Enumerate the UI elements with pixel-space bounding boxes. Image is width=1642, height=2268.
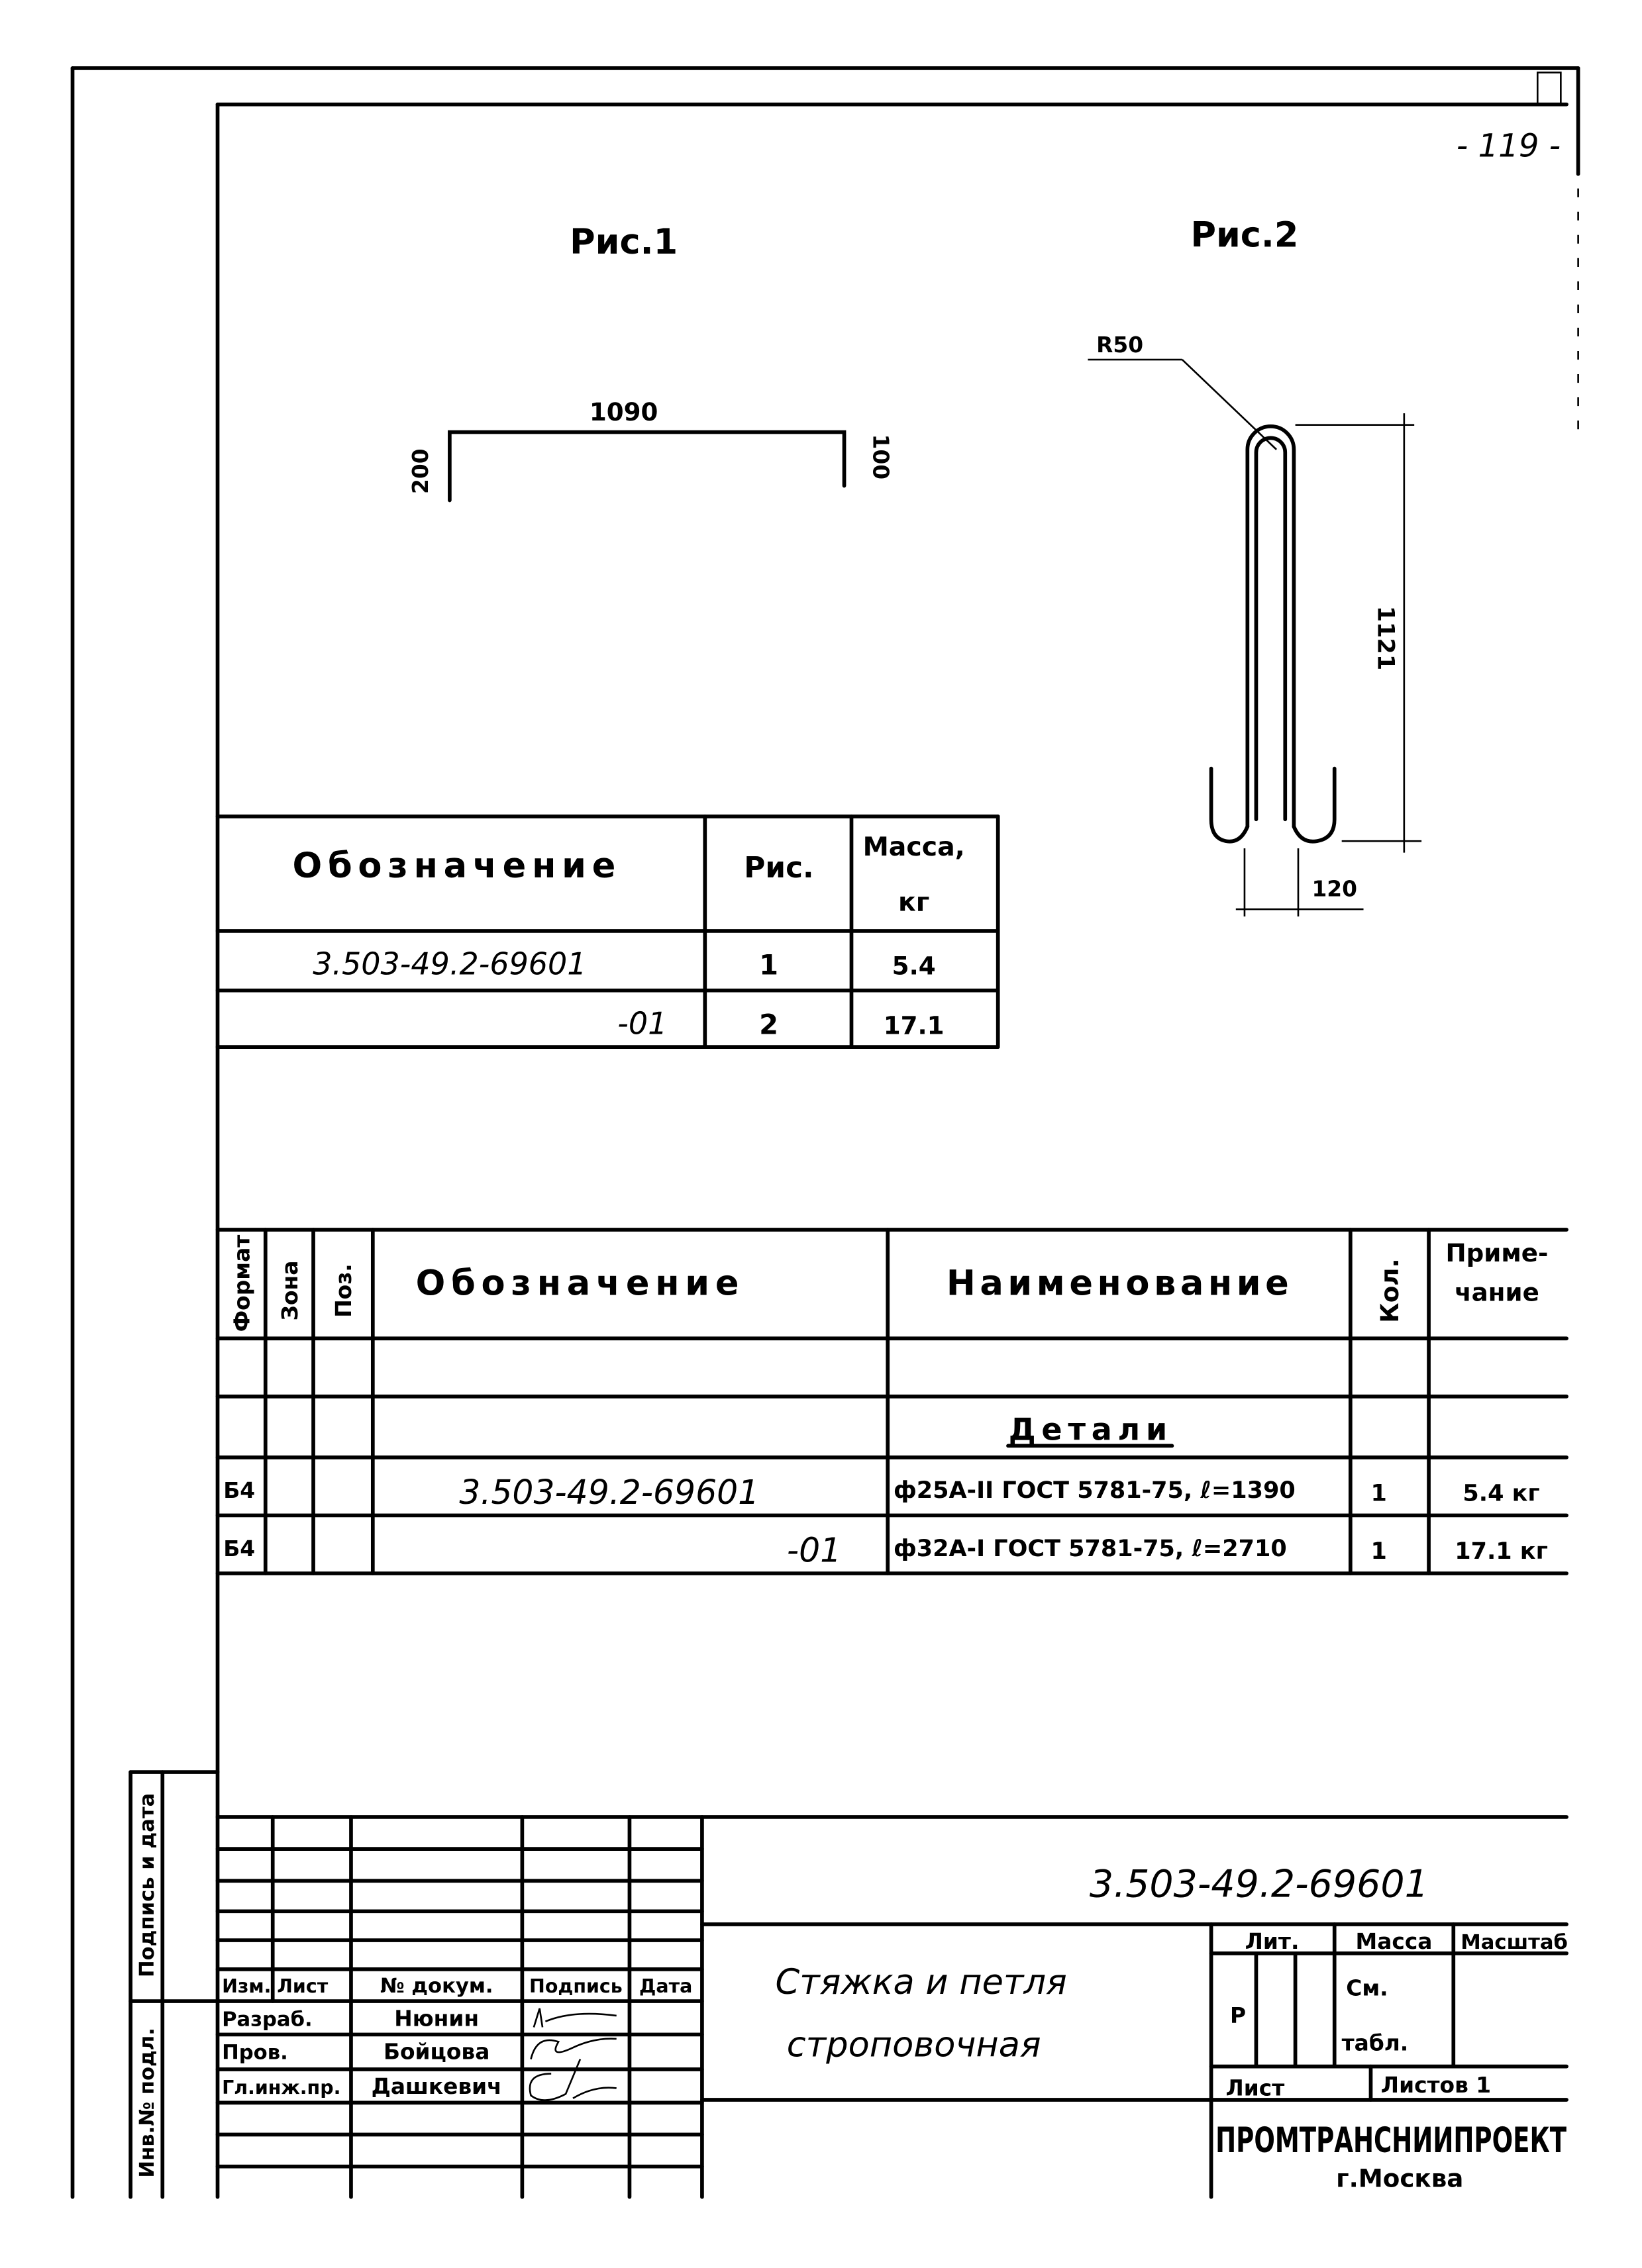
person-row: Пров. Бойцова <box>222 2038 617 2065</box>
side-stamp <box>128 1770 220 2199</box>
header-signature: Подпись <box>529 1975 623 1997</box>
fig1-left-leg-dim: 200 <box>408 448 433 494</box>
spec-header-format: Формат <box>230 1235 255 1332</box>
spec-format: Б4 <box>223 1536 255 1561</box>
mass-value: См. <box>1346 1975 1388 2000</box>
sheets-count: Листов 1 <box>1381 2073 1491 2098</box>
variants-row: -01 2 17.1 <box>617 1005 944 1041</box>
person-row: Разраб. Нюнин <box>222 2006 617 2031</box>
spec-header-designation: Обозначение <box>416 1263 745 1304</box>
variants-designation: 3.503-49.2-69601 <box>313 946 586 982</box>
specification-table <box>215 1228 1568 1575</box>
fig2-width-dim: 120 <box>1311 876 1357 901</box>
figure-2-loop <box>1088 358 1422 917</box>
fig2-radius-dim: R50 <box>1096 332 1143 358</box>
header-change: Изм. <box>222 1975 271 1997</box>
spec-header-note: Приме- <box>1446 1238 1549 1267</box>
person-name: Бойцова <box>384 2040 489 2065</box>
side-stamp-inventory-number: Инв.№ подл. <box>136 2028 159 2177</box>
document-title-line2: строповочная <box>787 2024 1041 2065</box>
variants-designation: -01 <box>617 1005 667 1041</box>
person-role: Гл.инж.пр. <box>222 2077 340 2098</box>
spec-quantity: 1 <box>1370 1480 1386 1507</box>
spec-header-name: Наименование <box>947 1263 1294 1304</box>
page-number: - 119 - <box>1457 128 1561 165</box>
variants-row: 3.503-49.2-69601 1 5.4 <box>313 946 935 982</box>
spec-row: Б4 -01 ф32А-I ГОСТ 5781-75, ℓ=2710 1 17.… <box>223 1531 1548 1570</box>
signature-mark <box>533 2008 617 2028</box>
fig2-height-dim: 1121 <box>1372 606 1399 670</box>
person-name: Нюнин <box>394 2006 479 2031</box>
variants-header-mass: Масса, <box>863 832 965 862</box>
organization-city: г.Москва <box>1336 2163 1463 2193</box>
spec-name: ф32А-I ГОСТ 5781-75, ℓ=2710 <box>894 1535 1287 1562</box>
spec-row: Б4 3.503-49.2-69601 ф25А-II ГОСТ 5781-75… <box>223 1473 1539 1512</box>
variants-figure: 1 <box>759 949 778 981</box>
person-name: Дашкевич <box>372 2074 502 2099</box>
lit-label: Лит. <box>1245 1929 1300 1954</box>
lit-value: Р <box>1230 2003 1246 2028</box>
spec-note: 17.1 кг <box>1455 1538 1548 1565</box>
person-role: Разраб. <box>222 2008 313 2031</box>
variants-mass: 17.1 <box>884 1011 945 1040</box>
fig1-right-leg-dim: 100 <box>868 434 893 480</box>
figure-1-label: Рис.1 <box>570 222 678 262</box>
title-block-document-code: 3.503-49.2-69601 <box>1090 1862 1429 1906</box>
spec-designation: -01 <box>787 1531 841 1570</box>
variants-header-mass-unit: кг <box>898 887 929 917</box>
spec-name: ф25А-II ГОСТ 5781-75, ℓ=1390 <box>894 1477 1296 1504</box>
person-row: Гл.инж.пр. Дашкевич <box>222 2059 617 2101</box>
figure-1-bracket <box>448 430 847 503</box>
title-block-grid <box>215 1815 1568 2199</box>
header-doc-number: № докум. <box>380 1975 493 1998</box>
variants-figure: 2 <box>759 1008 778 1040</box>
header-sheet: Лист <box>277 1975 328 1997</box>
spec-header-position: Поз. <box>331 1263 356 1318</box>
scale-label: Масштаб <box>1461 1931 1568 1954</box>
sheet-label: Лист <box>1225 2075 1284 2100</box>
side-stamp-signature-date: Подпись и дата <box>136 1793 159 1977</box>
spec-quantity: 1 <box>1370 1538 1386 1565</box>
spec-header-zone: Зона <box>278 1261 303 1321</box>
signature-mark <box>530 2038 617 2059</box>
variants-header-figure: Рис. <box>744 851 813 885</box>
variants-header-designation: Обозначение <box>293 846 622 886</box>
person-role: Пров. <box>222 2042 288 2065</box>
spec-note: 5.4 кг <box>1462 1480 1539 1507</box>
variants-mass: 5.4 <box>892 952 936 981</box>
spec-header-note-2: чание <box>1455 1277 1539 1307</box>
mass-value-2: табл. <box>1342 2031 1409 2056</box>
spec-format: Б4 <box>223 1478 255 1503</box>
spec-header-quantity: Кол. <box>1375 1258 1404 1322</box>
figure-2-label: Рис.2 <box>1190 215 1298 255</box>
fig1-length-dim: 1090 <box>590 397 658 426</box>
organization-name: ПРОМТРАНСНИИПРОЕКТ <box>1215 2120 1566 2161</box>
spec-section-details: Детали <box>1009 1412 1173 1448</box>
mass-label: Масса <box>1356 1929 1433 1954</box>
spec-designation: 3.503-49.2-69601 <box>459 1473 759 1512</box>
header-date: Дата <box>639 1975 692 1997</box>
document-title-line1: Стяжка и петля <box>775 1962 1066 2002</box>
signature-mark <box>529 2059 617 2101</box>
variants-table <box>215 814 1000 1049</box>
